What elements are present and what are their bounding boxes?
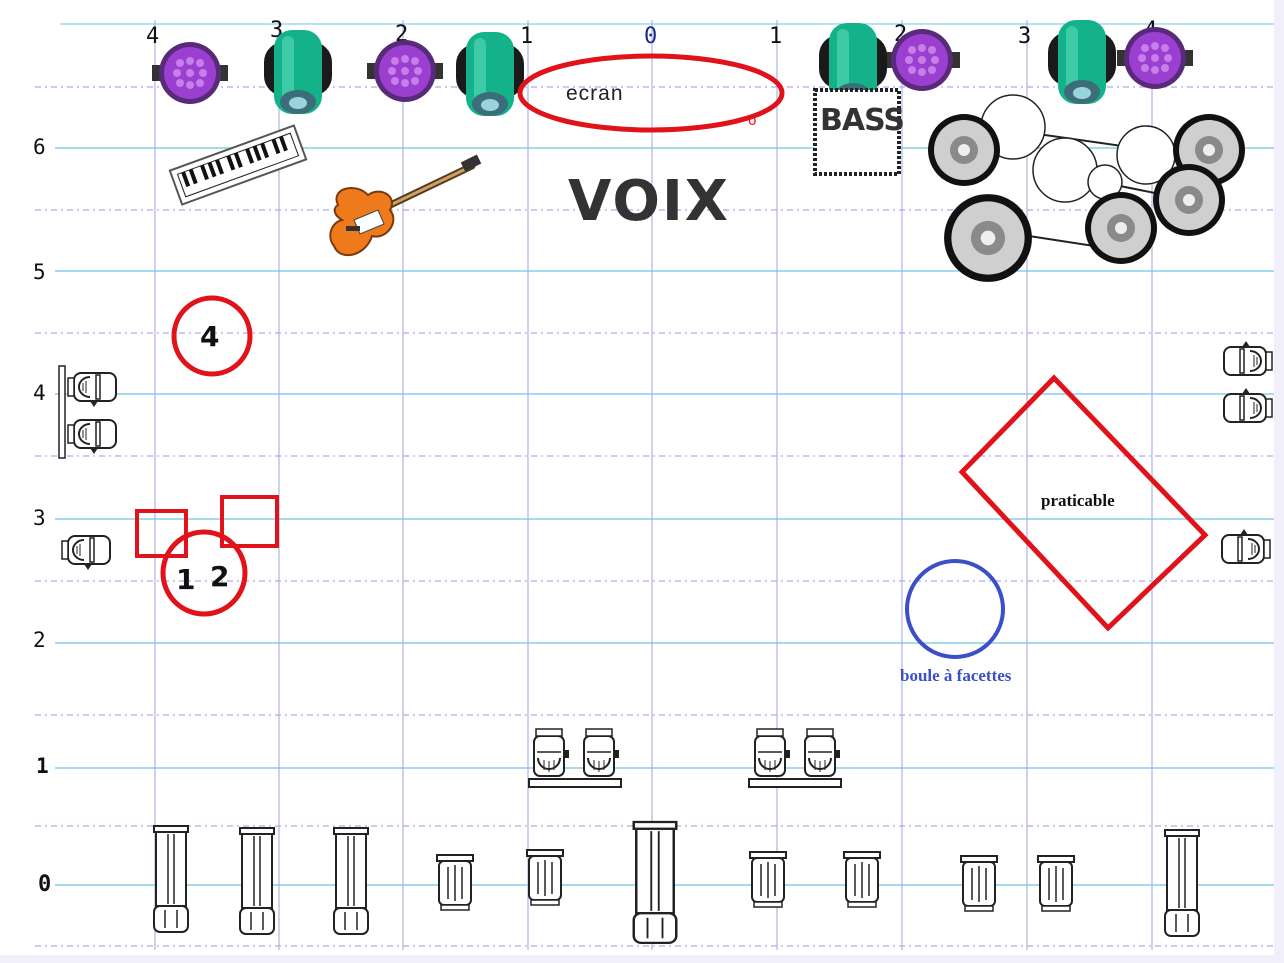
truss-bar [58, 365, 66, 459]
mirror-ball-marker [905, 559, 1005, 659]
moving-head-icon [1048, 20, 1116, 104]
short-fixture-icon [1037, 855, 1075, 912]
moving-head-icon [456, 32, 524, 116]
platform-outline [958, 374, 1209, 632]
pc-fixture-icon [804, 728, 841, 777]
pc-fixture-icon [1221, 528, 1271, 564]
red-square-marker [220, 495, 279, 548]
pc-fixture-icon [754, 728, 791, 777]
screen-dot: o [748, 113, 757, 129]
short-fixture-icon [960, 855, 998, 912]
led-par-icon [884, 29, 960, 91]
y-tick: 4 [33, 381, 46, 405]
short-fixture-icon [749, 851, 787, 908]
x-tick: 4 [146, 24, 160, 49]
pc-fixture-icon [583, 728, 620, 777]
y-tick: 3 [33, 506, 46, 530]
y-tick: 2 [33, 628, 46, 652]
y-tick: 6 [33, 135, 46, 159]
screen-outline [517, 53, 785, 133]
pc-fixture-icon [61, 535, 111, 571]
x-tick: 3 [1018, 24, 1032, 49]
pc-fixture-icon [1223, 387, 1273, 423]
position-2-label: 2 [210, 560, 230, 593]
tall-fixture-icon [632, 820, 678, 945]
keyboard-icon [168, 124, 308, 206]
screen-label: ecran [566, 82, 624, 105]
x-tick: 1 [769, 24, 783, 49]
y-tick: 5 [33, 260, 46, 284]
floor-bar [748, 778, 842, 788]
position-1-label: 1 [176, 563, 196, 596]
position-marker-1-2 [160, 529, 248, 617]
short-fixture-icon [843, 851, 881, 908]
bass-label: BASS [820, 103, 905, 138]
tall-fixture-icon [1164, 829, 1200, 937]
x-tick: 0 [644, 24, 658, 49]
pc-fixture-icon [533, 728, 570, 777]
mirror-ball-label: boule à facettes [900, 666, 1012, 685]
short-fixture-icon [526, 849, 564, 906]
tall-fixture-icon [153, 825, 189, 933]
led-par-icon [367, 40, 443, 102]
pc-fixture-icon [67, 372, 117, 408]
x-tick: 2 [395, 22, 409, 47]
platform-label: praticable [1041, 491, 1115, 510]
red-square-marker [135, 509, 188, 558]
short-fixture-icon [436, 854, 474, 911]
moving-head-icon [264, 30, 332, 114]
y-tick: 1 [36, 754, 49, 778]
floor-bar [528, 778, 622, 788]
position-4-label: 4 [200, 320, 220, 353]
pc-fixture-icon [1223, 340, 1273, 376]
drum-kit-icon [928, 94, 1245, 282]
pc-fixture-icon [67, 419, 117, 455]
position-marker-4 [171, 295, 253, 377]
bass-amp-box [813, 88, 901, 176]
guitar-icon [329, 154, 482, 256]
voice-label: VOIX [568, 169, 730, 234]
led-par-icon [1117, 27, 1193, 89]
y-tick: 0 [38, 872, 52, 897]
x-tick: 1 [520, 24, 534, 49]
tall-fixture-icon [333, 827, 369, 935]
tall-fixture-icon [239, 827, 275, 935]
led-par-icon [152, 42, 228, 104]
